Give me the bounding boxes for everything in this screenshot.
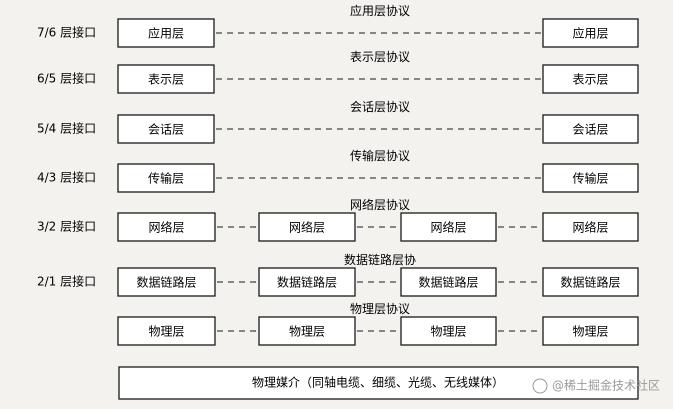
layer-box: 会话层	[117, 114, 215, 144]
layer-box: 传输层	[542, 163, 639, 193]
layer-box-label: 物理层	[148, 325, 184, 339]
layer-row: 网络层协议 3/2 层接口 网络层 网络层 网络层 网络层	[37, 197, 639, 242]
layer-box-frame	[117, 64, 215, 94]
layer-box: 物理层	[542, 316, 639, 346]
layer-row: 会话层协议 5/4 层接口 会话层 会话层	[37, 99, 639, 144]
layer-box-label: 网络层	[430, 220, 466, 235]
layer-row: 表示层协议 6/5 层接口 表示层 表示层	[37, 49, 639, 94]
layer-box: 应用层	[117, 18, 215, 48]
layer-box: 应用层	[542, 18, 639, 48]
layer-box-frame	[117, 212, 216, 242]
physical-media-label: 物理媒介（同轴电缆、细缆、光缆、无线媒体）	[252, 375, 504, 390]
layer-box-label: 表示层	[572, 73, 608, 87]
layer-box-label: 会话层	[148, 123, 184, 137]
layer-box-label: 数据链路层	[418, 275, 478, 290]
layer-box: 传输层	[117, 163, 215, 193]
layer-box: 数据链路层	[400, 267, 497, 297]
protocol-label: 网络层协议	[350, 197, 410, 212]
layer-box-label: 数据链路层	[277, 275, 337, 290]
layer-box-frame	[542, 212, 639, 242]
layer-box-label: 物理层	[289, 325, 325, 339]
layer-box: 网络层	[542, 212, 639, 242]
layer-box-frame	[258, 316, 356, 346]
layer-box: 物理层	[400, 316, 497, 346]
layer-box-frame	[117, 114, 215, 144]
layer-box-frame	[400, 267, 497, 297]
layer-box-label: 网络层	[289, 220, 325, 235]
layer-box-label: 会话层	[572, 123, 608, 137]
layer-box: 数据链路层	[258, 267, 356, 297]
layer-box-label: 表示层	[148, 73, 184, 87]
layer-box-label: 应用层	[148, 26, 184, 41]
layer-box-label: 应用层	[572, 26, 608, 41]
layer-box-label: 数据链路层	[560, 275, 620, 290]
layer-box-frame	[400, 316, 497, 346]
protocol-label: 表示层协议	[350, 49, 410, 64]
layer-box: 数据链路层	[542, 267, 639, 297]
physical-media: 物理媒介（同轴电缆、细缆、光缆、无线媒体）	[118, 366, 639, 400]
layer-row: 数据链路层协 2/1 层接口 数据链路层 数据链路层 数据链路层 数据链路层	[37, 252, 639, 297]
layer-box-frame	[117, 267, 216, 297]
layer-box-label: 物理层	[430, 325, 466, 339]
layer-box-frame	[400, 212, 497, 242]
layer-box: 物理层	[117, 316, 216, 346]
layer-interface-label: 5/4 层接口	[37, 121, 96, 136]
layer-box-frame	[258, 212, 356, 242]
layer-box-label: 网络层	[572, 220, 608, 235]
layer-box-label: 传输层	[148, 171, 184, 186]
protocol-label: 物理层协议	[350, 301, 410, 316]
layer-box-label: 网络层	[148, 220, 184, 235]
layer-box-frame	[258, 267, 356, 297]
watermark: @稀土掘金技术社区	[532, 378, 660, 394]
layer-box-frame	[117, 316, 216, 346]
physical-media-box	[118, 366, 639, 400]
protocol-label: 会话层协议	[350, 99, 410, 114]
layer-box: 网络层	[117, 212, 216, 242]
layer-box: 表示层	[117, 64, 215, 94]
protocol-label: 数据链路层协	[344, 252, 416, 267]
layer-box-frame	[542, 267, 639, 297]
layer-box: 数据链路层	[117, 267, 216, 297]
layer-box-frame	[117, 163, 215, 193]
layer-row: 传输层协议 4/3 层接口 传输层 传输层	[37, 148, 639, 193]
layer-box: 网络层	[258, 212, 356, 242]
layer-box: 会话层	[542, 114, 639, 144]
protocol-label: 传输层协议	[350, 148, 410, 163]
layer-interface-label: 4/3 层接口	[37, 170, 96, 185]
layer-box-frame	[542, 114, 639, 144]
layer-box-frame	[542, 316, 639, 346]
layer-box: 物理层	[258, 316, 356, 346]
layer-box-frame	[117, 18, 215, 48]
layer-interface-label: 2/1 层接口	[37, 274, 96, 289]
layer-box-label: 传输层	[572, 171, 608, 186]
layer-interface-label: 7/6 层接口	[37, 25, 96, 40]
layer-box: 表示层	[542, 64, 639, 94]
layer-box-frame	[542, 64, 639, 94]
watermark-logo-icon	[532, 378, 548, 394]
layer-row: 应用层协议 7/6 层接口 应用层 应用层	[37, 3, 639, 48]
protocol-label: 应用层协议	[350, 3, 410, 18]
layer-interface-label: 6/5 层接口	[37, 71, 96, 86]
layer-box-frame	[542, 163, 639, 193]
layer-box-frame	[542, 18, 639, 48]
layer-box: 网络层	[400, 212, 497, 242]
watermark-text: @稀土掘金技术社区	[552, 378, 660, 393]
layer-box-label: 数据链路层	[136, 275, 196, 290]
layer-box-label: 物理层	[572, 325, 608, 339]
layer-interface-label: 3/2 层接口	[37, 219, 96, 234]
